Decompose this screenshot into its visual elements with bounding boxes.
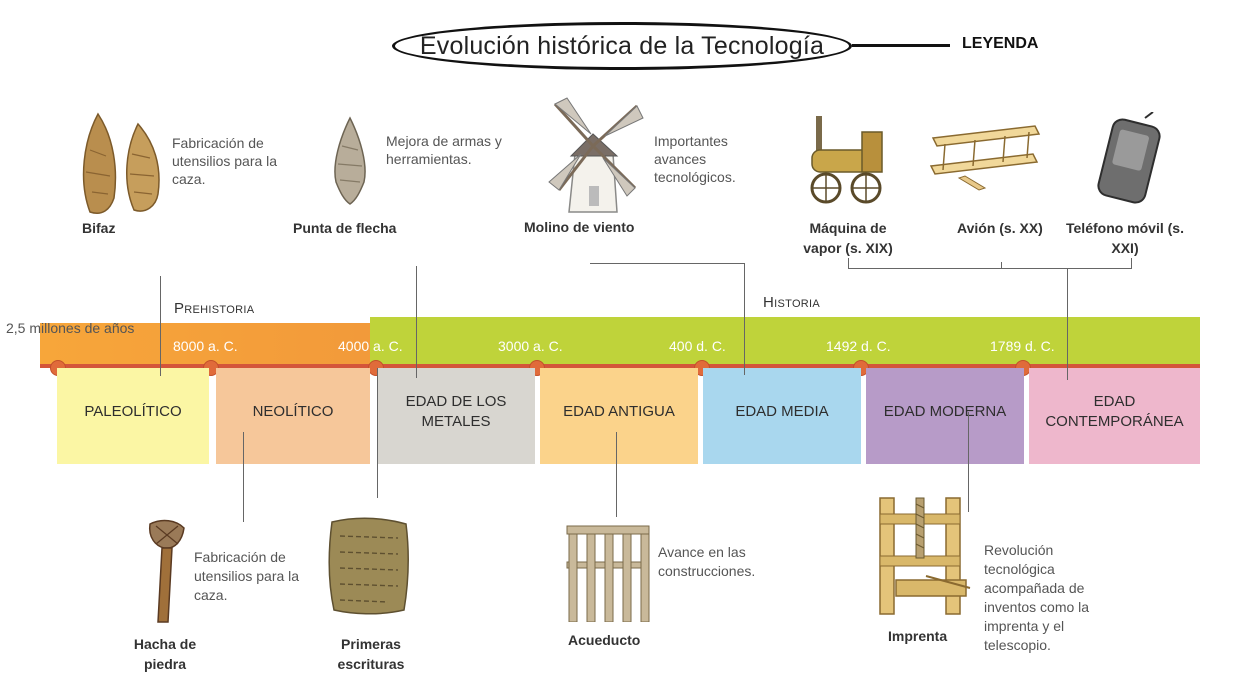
airplane-label: Avión (s. XX): [957, 220, 1043, 236]
connector-escrituras: [377, 368, 378, 498]
period-label: EDAD ANTIGUA: [563, 403, 675, 420]
printing-press-desc: Revolución tecnológica acompañada de inv…: [984, 542, 1090, 653]
connector-punta: [416, 266, 417, 378]
connector-contemporanea: [1067, 268, 1068, 380]
prehistory-band: [40, 323, 370, 367]
steam-engine-icon: [810, 116, 883, 204]
date-1492: 1492 d. C.: [826, 338, 891, 354]
bifaz-desc: Fabricación de utensilios para la caza.: [172, 135, 278, 187]
connector-molino-v: [744, 263, 745, 375]
timeline-axis: [40, 364, 1200, 368]
cuneiform-tablet-icon: [328, 517, 409, 615]
period-neolitico: NEOLÍTICO: [216, 368, 370, 464]
steam-engine-label: Máquina de vapor (s. XIX): [803, 220, 893, 256]
connector-hacha: [243, 432, 244, 522]
arrowhead-icon: [334, 116, 366, 205]
period-label: EDAD MEDIA: [735, 403, 829, 420]
date-8000: 8000 a. C.: [173, 338, 238, 354]
era-prehistoria: Prehistoria: [174, 300, 254, 317]
period-label: EDAD CONTEMPORÁNEA: [1045, 393, 1184, 430]
bifaz-icon: [82, 112, 160, 214]
date-400: 400 d. C.: [669, 338, 726, 354]
windmill-icon: [548, 97, 644, 213]
stone-axe-label: Hacha de piedra: [133, 636, 197, 672]
arrowhead-desc: Mejora de armas y herramientas.: [386, 133, 502, 167]
date-4000: 4000 a. C.: [338, 338, 403, 354]
connector-maquina: [848, 258, 849, 269]
history-band: [370, 317, 1200, 367]
connector-bifaz: [160, 276, 161, 376]
stone-axe-desc: Fabricación de utensilios para la caza.: [194, 549, 300, 603]
period-label: PALEOLÍTICO: [84, 403, 182, 420]
printing-press-icon: [879, 497, 971, 615]
connector-modern-h: [848, 268, 1132, 269]
title-ellipse: Evolución histórica de la Tecnología: [392, 22, 852, 70]
period-label: NEOLÍTICO: [252, 403, 334, 420]
mobile-phone-label: Teléfono móvil (s. XXI): [1066, 220, 1184, 256]
connector-avion: [1001, 262, 1002, 269]
period-media: EDAD MEDIA: [703, 368, 861, 464]
airplane-icon: [929, 125, 1041, 191]
bifaz-label: Bifaz: [82, 220, 116, 236]
connector-telefono: [1131, 258, 1132, 269]
period-label: EDAD MODERNA: [883, 403, 1007, 420]
date-1789: 1789 d. C.: [990, 338, 1055, 354]
cuneiform-label: Primeras escrituras: [337, 636, 405, 672]
date-3000: 3000 a. C.: [498, 338, 563, 354]
period-moderna: EDAD MODERNA: [866, 368, 1024, 464]
windmill-label: Molino de viento: [524, 219, 635, 235]
date-start: 2,5 millones de años: [6, 320, 135, 336]
aqueduct-desc: Avance en las construcciones.: [658, 544, 756, 579]
printing-press-label: Imprenta: [888, 628, 948, 644]
mobile-phone-icon: [1097, 112, 1161, 204]
aqueduct-label: Acueducto: [568, 632, 641, 648]
era-historia-text: Historia: [763, 294, 821, 311]
arrowhead-label: Punta de flecha: [293, 220, 397, 236]
page-title: Evolución histórica de la Tecnología: [419, 31, 825, 60]
legend-label: LEYENDA: [962, 35, 1039, 52]
windmill-desc: Importantes avances tecnológicos.: [654, 133, 736, 185]
legend-connector: [852, 44, 950, 47]
period-contemporanea: EDAD CONTEMPORÁNEA: [1029, 368, 1200, 464]
period-antigua: EDAD ANTIGUA: [540, 368, 698, 464]
period-paleolitico: PALEOLÍTICO: [57, 368, 209, 464]
period-metales: EDAD DE LOS METALES: [377, 368, 535, 464]
connector-acueducto: [616, 432, 617, 517]
connector-molino-h: [590, 263, 745, 264]
connector-imprenta: [968, 412, 969, 512]
stone-axe-icon: [148, 519, 185, 623]
era-prehistoria-text: Prehistoria: [174, 300, 255, 317]
aqueduct-icon: [566, 525, 650, 622]
era-historia: Historia: [763, 294, 820, 311]
period-label: EDAD DE LOS METALES: [405, 393, 507, 430]
